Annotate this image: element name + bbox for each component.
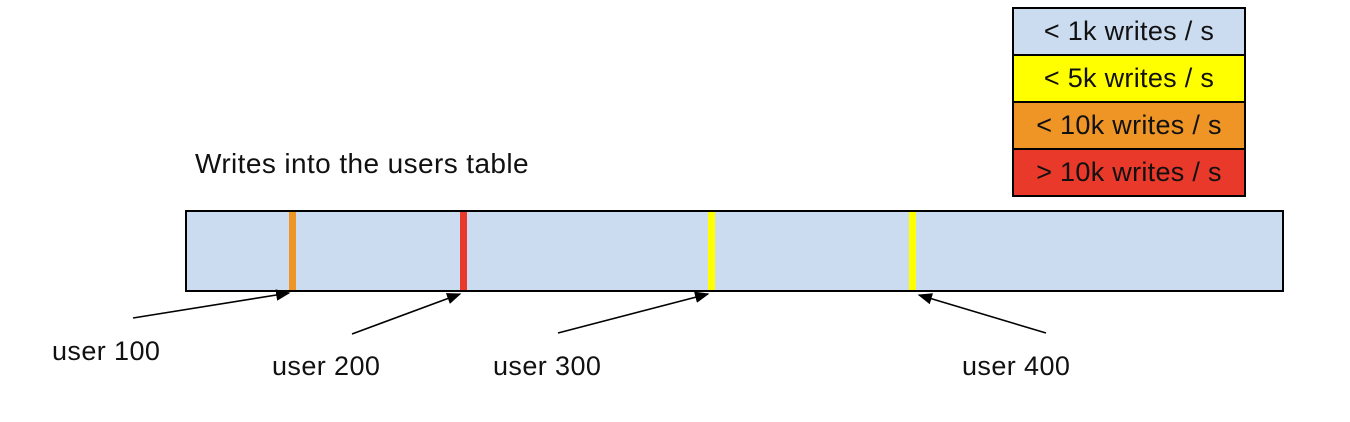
users-table-bar bbox=[185, 210, 1284, 292]
write-hotspot-stripe-user-400 bbox=[909, 212, 916, 290]
label-user-200: user 200 bbox=[272, 351, 381, 381]
legend-item-lt-10k: < 10k writes / s bbox=[1012, 101, 1246, 150]
arrow-user-400 bbox=[917, 293, 1047, 334]
label-user-300: user 300 bbox=[493, 351, 602, 381]
legend: < 1k writes / s < 5k writes / s < 10k wr… bbox=[1012, 7, 1246, 197]
legend-item-gt-10k: > 10k writes / s bbox=[1012, 148, 1246, 197]
write-hotspot-stripe-user-300 bbox=[708, 212, 715, 290]
diagram-title: Writes into the users table bbox=[195, 148, 529, 179]
write-hotspot-stripe-user-100 bbox=[289, 212, 296, 290]
write-hotspot-stripe-user-200 bbox=[460, 212, 467, 290]
label-user-100: user 100 bbox=[52, 336, 161, 366]
arrow-user-100 bbox=[132, 289, 291, 319]
label-user-400: user 400 bbox=[962, 351, 1071, 381]
legend-item-lt-1k: < 1k writes / s bbox=[1012, 7, 1246, 56]
arrow-user-300 bbox=[557, 291, 710, 334]
arrow-user-200 bbox=[351, 293, 462, 335]
legend-item-lt-5k: < 5k writes / s bbox=[1012, 54, 1246, 103]
